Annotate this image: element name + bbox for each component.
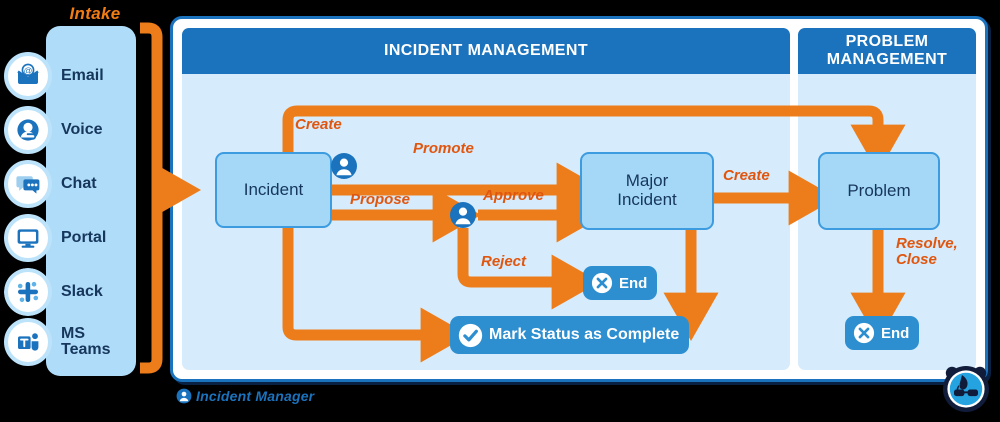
slack-icon (4, 268, 52, 316)
check-circle-icon (458, 323, 483, 347)
intake-item-label: Slack (61, 282, 103, 300)
edge-reject (457, 228, 601, 310)
edge-label-resolve-close: Resolve, Close (896, 235, 958, 268)
node-label: Problem (847, 180, 911, 200)
edge-label-promote: Promote (413, 140, 474, 157)
intake-item-slack[interactable]: Slack (4, 268, 140, 316)
intake-item-email[interactable]: @ Email (4, 52, 140, 100)
node-label: Major Incident (617, 171, 677, 209)
pill-label: Mark Status as Complete (489, 326, 680, 343)
brand-logo-icon (943, 366, 989, 412)
actor-incident-manager-approval (450, 202, 476, 228)
person-circle-icon (176, 388, 192, 404)
pill-label: End (619, 274, 648, 292)
voice-headset-icon (4, 106, 52, 154)
pill-end-reject[interactable]: End (583, 266, 658, 300)
actor-incident-manager-create (331, 153, 357, 179)
swimlane-title: PROBLEM MANAGEMENT (798, 28, 976, 74)
pill-end-resolve[interactable]: End (845, 316, 920, 350)
node-major-incident[interactable]: Major Incident (580, 152, 714, 230)
intake-bracket (140, 22, 163, 374)
chat-bubble-icon (4, 160, 52, 208)
node-incident[interactable]: Incident (215, 152, 332, 228)
legend: Incident Manager (176, 388, 314, 404)
intake-item-label: Chat (61, 174, 97, 192)
node-label: Incident (243, 179, 304, 199)
intake-item-voice[interactable]: Voice (4, 106, 140, 154)
ms-teams-icon (4, 318, 52, 366)
x-circle-icon (853, 322, 875, 344)
swimlane-title: INCIDENT MANAGEMENT (182, 28, 790, 74)
pill-label: End (881, 324, 910, 342)
edge-label-create-problem: Create (295, 116, 342, 133)
legend-label: Incident Manager (196, 388, 315, 404)
intake-title: Intake (69, 4, 121, 23)
email-icon: @ (4, 52, 52, 100)
intake-item-portal[interactable]: Portal (4, 214, 140, 262)
edge-label-reject: Reject (481, 253, 527, 270)
edge-incident-to-complete (282, 228, 470, 363)
edge-create-problem (282, 105, 906, 174)
monitor-icon (4, 214, 52, 262)
edge-label-propose: Propose (350, 191, 411, 208)
x-circle-icon (591, 272, 613, 294)
intake-item-label: Email (61, 66, 104, 84)
intake-item-ms-teams[interactable]: MS Teams (4, 318, 140, 366)
edge-label-approve: Approve (483, 187, 544, 204)
pill-mark-status-complete[interactable]: Mark Status as Complete (450, 316, 690, 354)
intake-item-label: Portal (61, 228, 107, 246)
intake-item-chat[interactable]: Chat (4, 160, 140, 208)
node-problem[interactable]: Problem (818, 152, 940, 230)
intake-panel (46, 26, 136, 376)
intake-item-label: Voice (61, 120, 103, 138)
edge-label-create-from-major: Create (723, 167, 770, 184)
svg-text:@: @ (24, 65, 33, 75)
intake-item-label: MS Teams (61, 324, 111, 358)
